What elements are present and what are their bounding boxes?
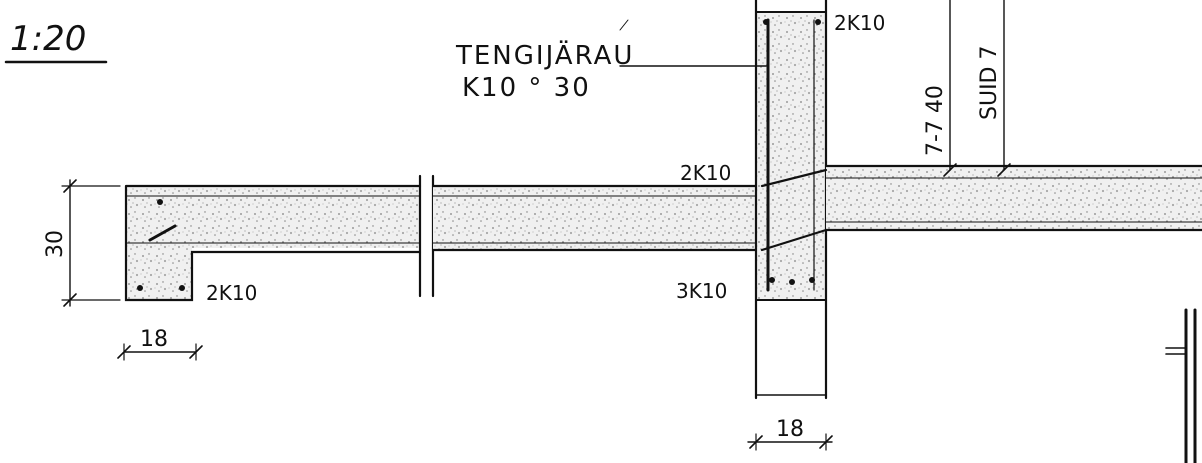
- wall-label-1: 7-7 40: [923, 85, 948, 156]
- rebar-note: TENGIJÄRAU K10 ° 30: [455, 19, 767, 103]
- rebar-note-line-2: K10 ° 30: [462, 73, 591, 103]
- dimension-thickness-value: 30: [43, 230, 68, 258]
- dimension-beam-width: 18: [117, 327, 203, 361]
- wall-label-2: SUID 7: [977, 46, 1002, 121]
- wall-labels: 7-7 40 SUID 7: [923, 0, 1011, 177]
- slab-bottom-bars-label: 3K10: [676, 279, 727, 303]
- column-section: 2K10: [754, 0, 885, 400]
- break-line: [418, 174, 435, 298]
- dimension-column-width: 18: [747, 417, 833, 451]
- slab-section: 2K10 3K10: [431, 161, 764, 303]
- dimension-beam-width-value: 18: [140, 327, 168, 352]
- rebar-note-line-1: TENGIJÄRAU: [455, 39, 634, 71]
- dimension-column-width-value: 18: [776, 417, 804, 442]
- scale-label: 1:20: [4, 19, 108, 64]
- slab-top-bars-label: 2K10: [680, 161, 731, 185]
- svg-text:1:20: 1:20: [10, 19, 86, 59]
- beam-bottom-bars-label: 2K10: [206, 281, 257, 305]
- right-slab-section: [760, 164, 1202, 463]
- left-beam-section: 2K10: [124, 184, 422, 305]
- dimension-thickness: 30: [43, 179, 121, 307]
- rebar-dot: [157, 199, 163, 205]
- rebar-dot: [137, 285, 143, 291]
- rebar-dot: [179, 285, 185, 291]
- column-top-bars-label: 2K10: [834, 11, 885, 35]
